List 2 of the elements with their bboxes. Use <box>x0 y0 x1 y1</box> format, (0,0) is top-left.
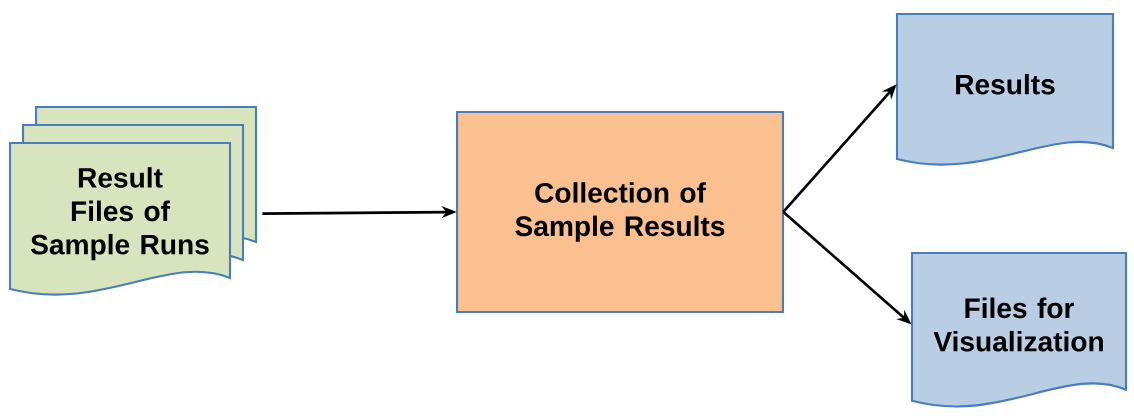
document-stack: Result Files of Sample Runs <box>8 105 258 296</box>
process-box: Collection of Sample Results <box>455 110 785 314</box>
